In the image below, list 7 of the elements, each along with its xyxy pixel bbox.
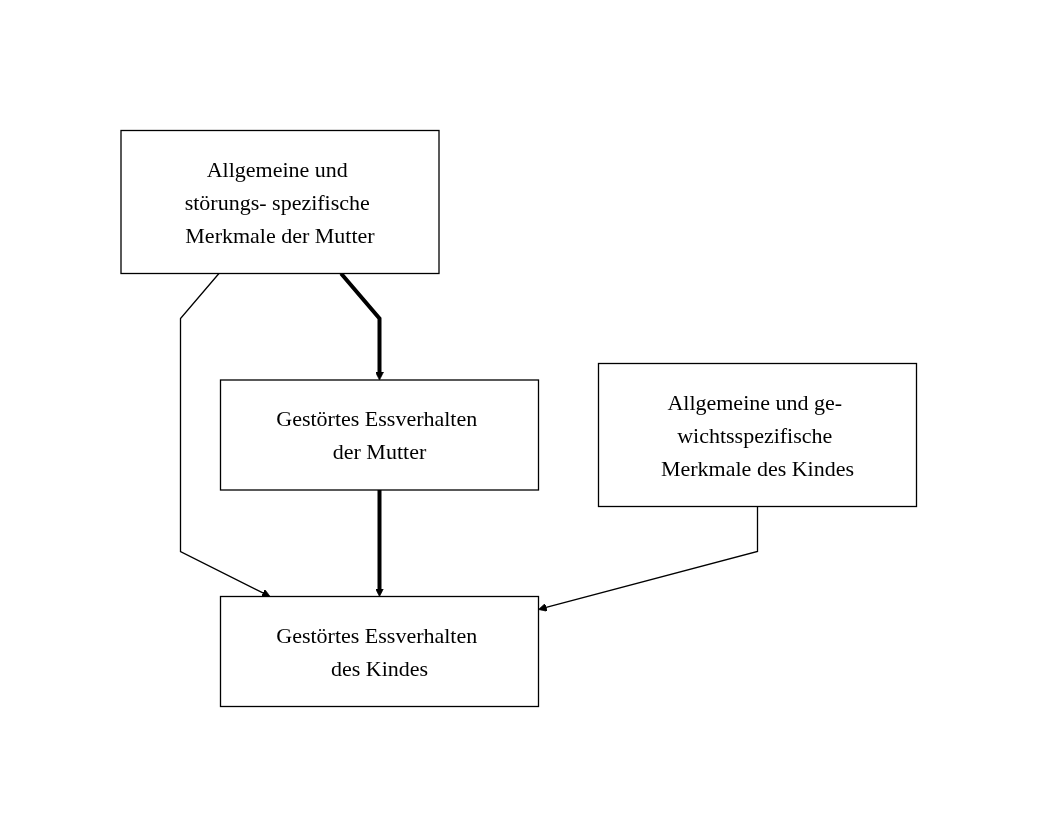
node-box: Gestörtes Essverhalten des Kindes [219, 595, 539, 708]
node-box: Allgemeine und ge- wichtsspezifische Merkmale des Kindes [597, 362, 917, 508]
arrow [179, 272, 271, 597]
node-box: Gestörtes Essverhalten der Mutter [219, 379, 539, 491]
arrow [339, 272, 384, 381]
node-box: Allgemeine und störungs- spezifische Merkmale der Mutter [120, 129, 440, 275]
arrow [374, 490, 384, 597]
